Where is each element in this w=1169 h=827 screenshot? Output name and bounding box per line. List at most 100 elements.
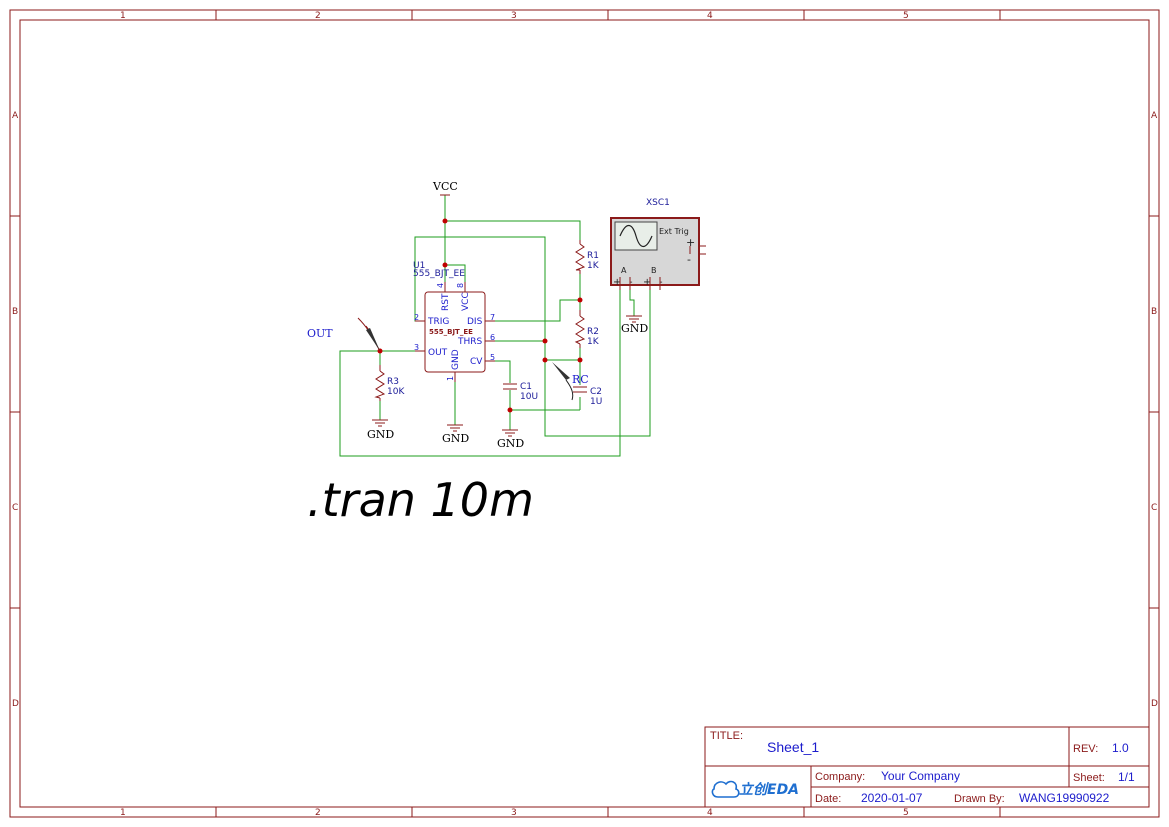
logo-text: 立创EDA xyxy=(739,781,799,798)
row-label-right-c: C xyxy=(1151,503,1157,513)
rev-value: 1.0 xyxy=(1112,741,1129,755)
row-label-left-c: C xyxy=(12,503,18,513)
u1-pin-dis: DIS xyxy=(467,317,483,327)
c1-value: 10U xyxy=(520,392,538,402)
r3-resistor[interactable]: R3 10K xyxy=(374,365,405,401)
sine-wave-icon xyxy=(619,224,653,248)
u1-pin-rst: RST xyxy=(441,293,451,311)
xsc1-b-plus: + xyxy=(643,277,651,288)
gnd-label: GND xyxy=(497,437,524,450)
r2-designator: R2 xyxy=(587,327,599,337)
company-label: Company: xyxy=(815,771,865,783)
u1-pin-out: OUT xyxy=(428,348,448,358)
junction-dot xyxy=(577,357,583,363)
gnd-symbol-u1[interactable]: GND xyxy=(442,424,469,445)
gnd-symbol-c1[interactable]: GND xyxy=(497,429,524,450)
r1-value: 1K xyxy=(587,261,600,271)
u1-value: 555_BJT_EE xyxy=(413,269,465,279)
xsc1-b-minus: - xyxy=(659,277,663,288)
sheet-value: 1/1 xyxy=(1118,770,1135,784)
row-label-left-b: B xyxy=(12,307,18,317)
rc-probe[interactable]: RC xyxy=(552,362,589,401)
out-probe[interactable]: OUT xyxy=(307,317,381,352)
col-label-top-1: 1 xyxy=(120,11,126,21)
xsc1-trig-minus: - xyxy=(687,253,691,266)
drawn-by-value: WANG19990922 xyxy=(1019,791,1110,805)
cloud-icon xyxy=(711,780,740,798)
c2-value: 1U xyxy=(590,397,602,407)
col-label-bottom-4: 4 xyxy=(707,808,713,818)
company-value: Your Company xyxy=(881,769,960,783)
r2-resistor[interactable]: R2 1K xyxy=(574,310,600,348)
title-block: TITLE: Sheet_1 REV: 1.0 立创EDA Company: Y… xyxy=(704,726,1150,808)
sheet-frame: 1 2 3 4 5 1 2 3 4 5 A B C D A B C D xyxy=(9,9,1160,818)
u1-body-label: 555_BJT_EE xyxy=(429,328,473,336)
out-probe-label: OUT xyxy=(307,327,333,340)
title-label: TITLE: xyxy=(710,730,743,742)
drawn-by-label: Drawn By: xyxy=(954,793,1005,805)
xsc1-a-plus: + xyxy=(613,277,621,288)
u1-designator: U1 xyxy=(413,261,425,271)
rev-label: REV: xyxy=(1073,743,1098,755)
col-label-top-4: 4 xyxy=(707,11,713,21)
row-label-right-d: D xyxy=(1151,699,1158,709)
r2-value: 1K xyxy=(587,337,600,347)
rc-probe-label: RC xyxy=(572,373,589,386)
col-label-bottom-3: 3 xyxy=(511,808,517,818)
r1-designator: R1 xyxy=(587,251,599,261)
junction-dot xyxy=(542,357,548,363)
junction-dot xyxy=(442,262,448,268)
u1-pinnum-3: 3 xyxy=(414,343,419,352)
junction-dot xyxy=(442,218,448,224)
title-value: Sheet_1 xyxy=(767,739,819,755)
u1-pinnum-7: 7 xyxy=(490,313,495,322)
wires xyxy=(339,195,651,457)
junction-dot xyxy=(577,297,583,303)
date-label: Date: xyxy=(815,793,841,805)
lceda-logo: 立创EDA xyxy=(711,780,799,798)
u1-pinnum-8: 8 xyxy=(456,283,465,288)
u1-pin-thrs: THRS xyxy=(457,337,483,347)
gnd-symbol-scope[interactable]: GND xyxy=(621,315,648,335)
xsc1-ext-trig: Ext Trig xyxy=(659,227,689,236)
col-label-bottom-1: 1 xyxy=(120,808,126,818)
u1-555-timer[interactable]: U1 555_BJT_EE 555_BJT_EE RST VCC TRIG OU… xyxy=(413,261,495,382)
junctions xyxy=(377,218,583,413)
xsc1-channel-a: A xyxy=(621,266,627,275)
col-label-bottom-5: 5 xyxy=(903,808,909,818)
gnd-label: GND xyxy=(367,428,394,441)
col-label-top-5: 5 xyxy=(903,11,909,21)
r1-resistor[interactable]: R1 1K xyxy=(575,240,600,274)
xsc1-a-minus: - xyxy=(629,277,633,288)
c2-capacitor[interactable]: C2 1U xyxy=(573,386,602,407)
row-label-right-a: A xyxy=(1151,111,1158,121)
xsc1-oscilloscope[interactable]: XSC1 Ext Trig + - A B + - + - xyxy=(610,198,706,290)
u1-pin-trig: TRIG xyxy=(427,317,449,327)
junction-dot xyxy=(542,338,548,344)
vcc-power-symbol[interactable]: VCC xyxy=(432,180,458,196)
vcc-label: VCC xyxy=(432,180,458,193)
row-label-left-d: D xyxy=(12,699,19,709)
u1-pin-gnd: GND xyxy=(451,349,461,370)
row-label-right-b: B xyxy=(1151,307,1157,317)
spice-directive[interactable]: .tran 10m xyxy=(307,473,534,527)
gnd-label: GND xyxy=(621,322,648,335)
xsc1-trig-plus: + xyxy=(686,236,695,249)
u1-pinnum-4: 4 xyxy=(436,283,445,288)
col-label-bottom-2: 2 xyxy=(315,808,321,818)
row-label-left-a: A xyxy=(12,111,19,121)
u1-pinnum-6: 6 xyxy=(490,333,495,342)
gnd-symbol-r3[interactable]: GND xyxy=(367,419,394,441)
xsc1-channel-b: B xyxy=(651,266,657,275)
date-value: 2020-01-07 xyxy=(861,791,923,805)
col-label-top-2: 2 xyxy=(315,11,321,21)
xsc1-designator: XSC1 xyxy=(646,198,670,208)
c1-designator: C1 xyxy=(520,382,532,392)
c2-designator: C2 xyxy=(590,387,602,397)
u1-pinnum-2: 2 xyxy=(414,313,419,322)
r3-designator: R3 xyxy=(387,377,399,387)
r3-value: 10K xyxy=(387,387,405,397)
c1-capacitor[interactable]: C1 10U xyxy=(503,382,538,402)
u1-pinnum-1: 1 xyxy=(446,376,455,381)
col-label-top-3: 3 xyxy=(511,11,517,21)
